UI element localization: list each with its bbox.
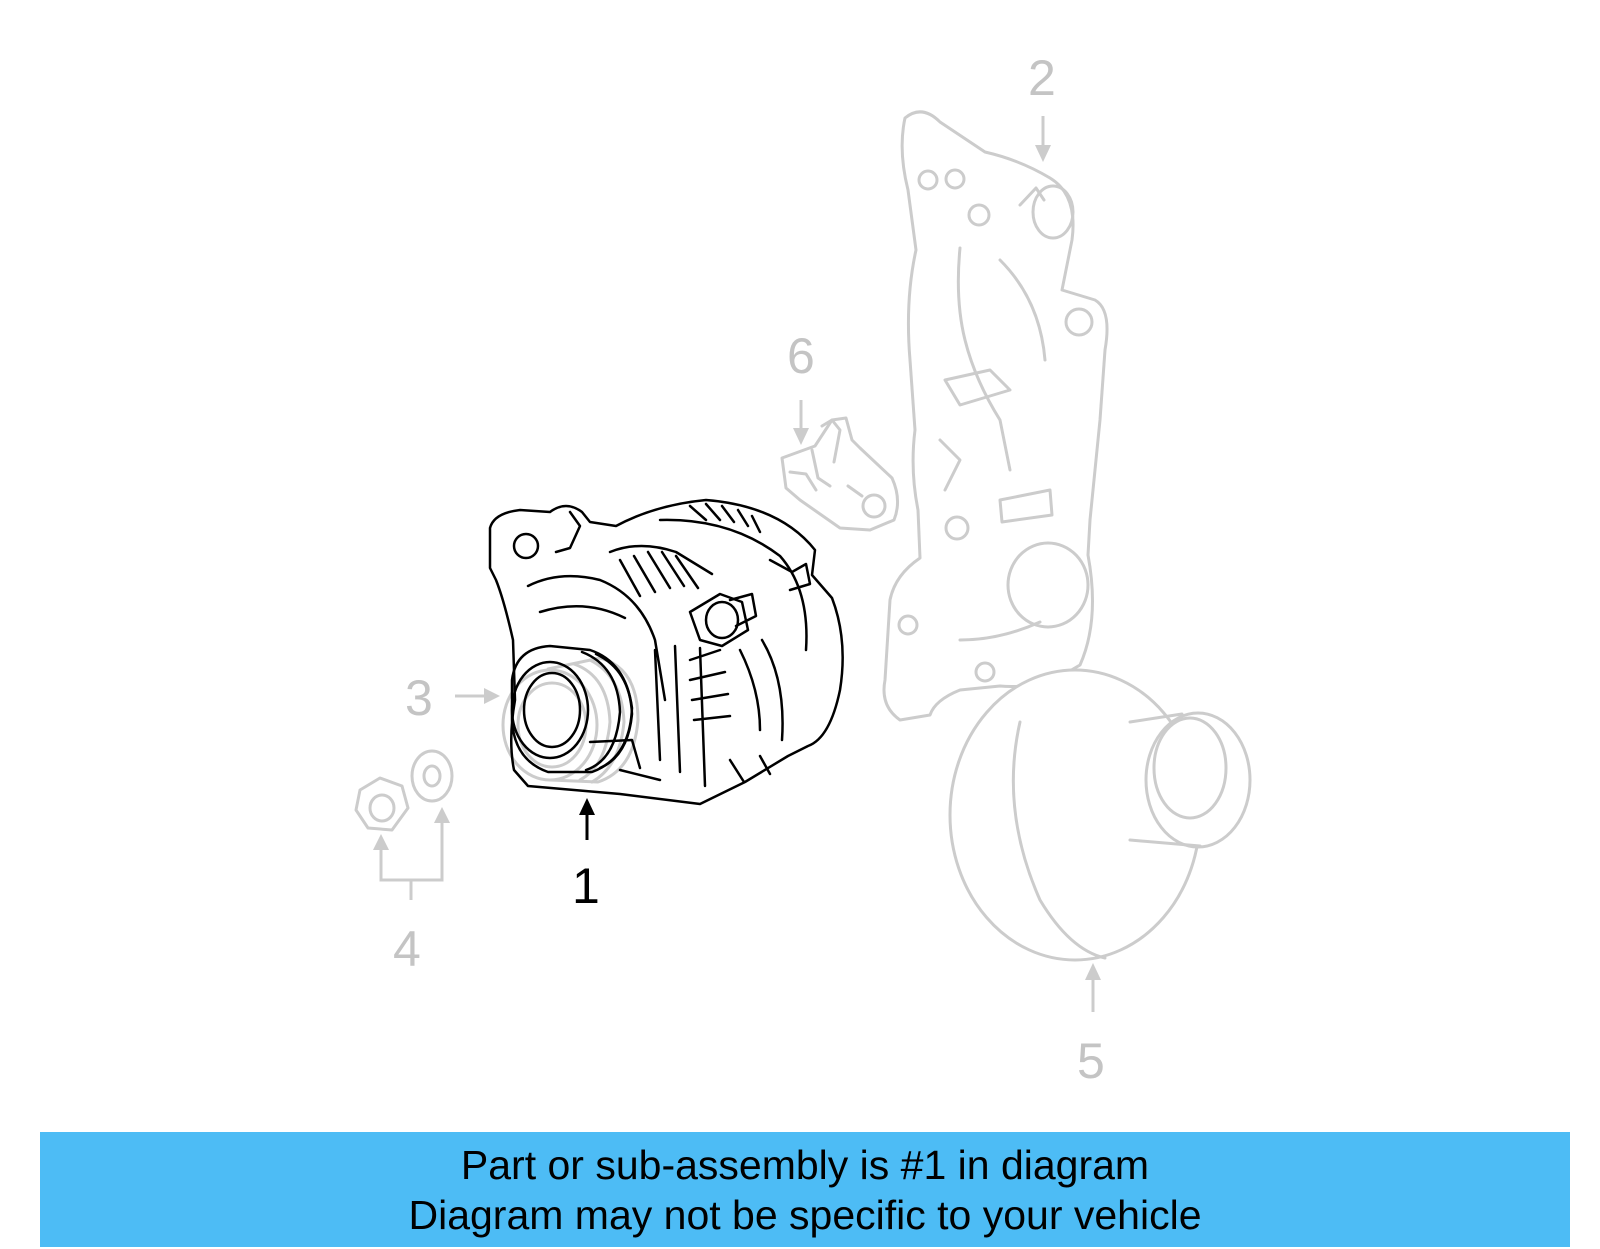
part-1-alternator bbox=[488, 498, 844, 806]
disclaimer-banner: Part or sub-assembly is #1 in diagram Di… bbox=[40, 1132, 1570, 1247]
callout-4: 4 bbox=[393, 921, 421, 977]
part-4-nut-washer bbox=[354, 749, 454, 832]
part-2-bracket bbox=[882, 110, 1109, 722]
arrow-5 bbox=[1085, 963, 1101, 1012]
callout-3: 3 bbox=[405, 670, 433, 726]
arrow-1 bbox=[579, 798, 595, 840]
callout-5: 5 bbox=[1077, 1033, 1105, 1089]
callout-2: 2 bbox=[1028, 50, 1056, 106]
arrow-6 bbox=[793, 400, 809, 445]
arrow-2 bbox=[1035, 116, 1051, 162]
banner-line-1: Part or sub-assembly is #1 in diagram bbox=[460, 1141, 1150, 1188]
part-5-belt bbox=[948, 668, 1252, 962]
callout-6: 6 bbox=[787, 328, 815, 384]
arrow-3 bbox=[455, 688, 500, 704]
part-6-sensor bbox=[780, 416, 899, 532]
arrow-4 bbox=[373, 807, 450, 900]
banner-line-2: Diagram may not be specific to your vehi… bbox=[408, 1191, 1202, 1238]
callout-1: 1 bbox=[572, 858, 600, 914]
